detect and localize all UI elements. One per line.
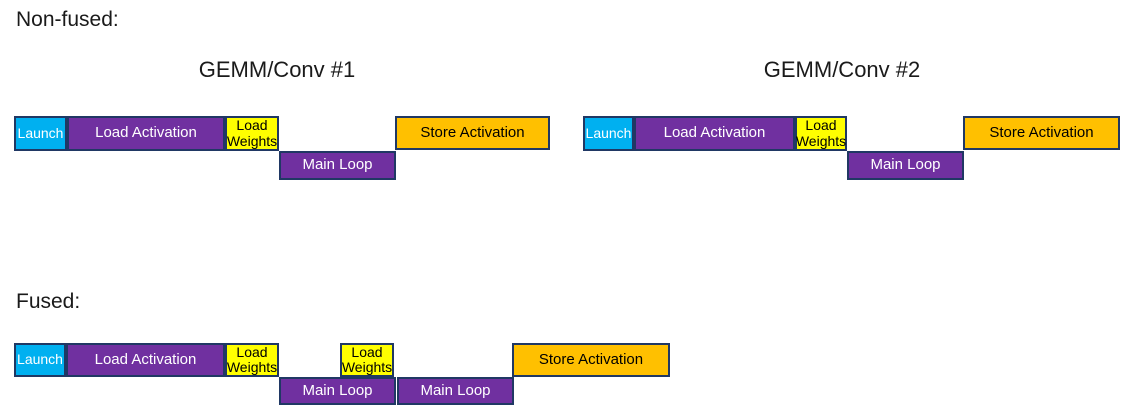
fused-main-loop-1-block: Main Loop — [279, 377, 396, 405]
non-fused-section-label: Non-fused: — [16, 8, 119, 31]
nonfused1-main-loop-block: Main Loop — [279, 151, 396, 180]
nonfused2-main-loop-block: Main Loop — [847, 151, 964, 180]
fused-launch-block: Launch — [14, 343, 66, 377]
nonfused1-load-weights-block: Load Weights — [225, 116, 279, 151]
fused-load-activation-block: Load Activation — [66, 343, 225, 377]
fused-load-weights-2-block: Load Weights — [340, 343, 394, 377]
nonfused1-load-activation-block: Load Activation — [67, 116, 225, 151]
fused-section-label: Fused: — [16, 290, 81, 313]
gemm-conv-2-title: GEMM/Conv #2 — [763, 57, 921, 82]
nonfused2-store-activation-block: Store Activation — [963, 116, 1120, 150]
fused-main-loop-2-block: Main Loop — [397, 377, 514, 405]
nonfused2-load-activation-block: Load Activation — [634, 116, 795, 151]
fused-load-weights-1-block: Load Weights — [225, 343, 279, 377]
gemm-conv-1-title: GEMM/Conv #1 — [198, 57, 356, 82]
nonfused1-store-activation-block: Store Activation — [395, 116, 550, 150]
nonfused2-launch-block: Launch — [583, 116, 634, 151]
nonfused2-load-weights-block: Load Weights — [795, 116, 847, 151]
nonfused1-launch-block: Launch — [14, 116, 67, 151]
fused-store-activation-block: Store Activation — [512, 343, 670, 377]
